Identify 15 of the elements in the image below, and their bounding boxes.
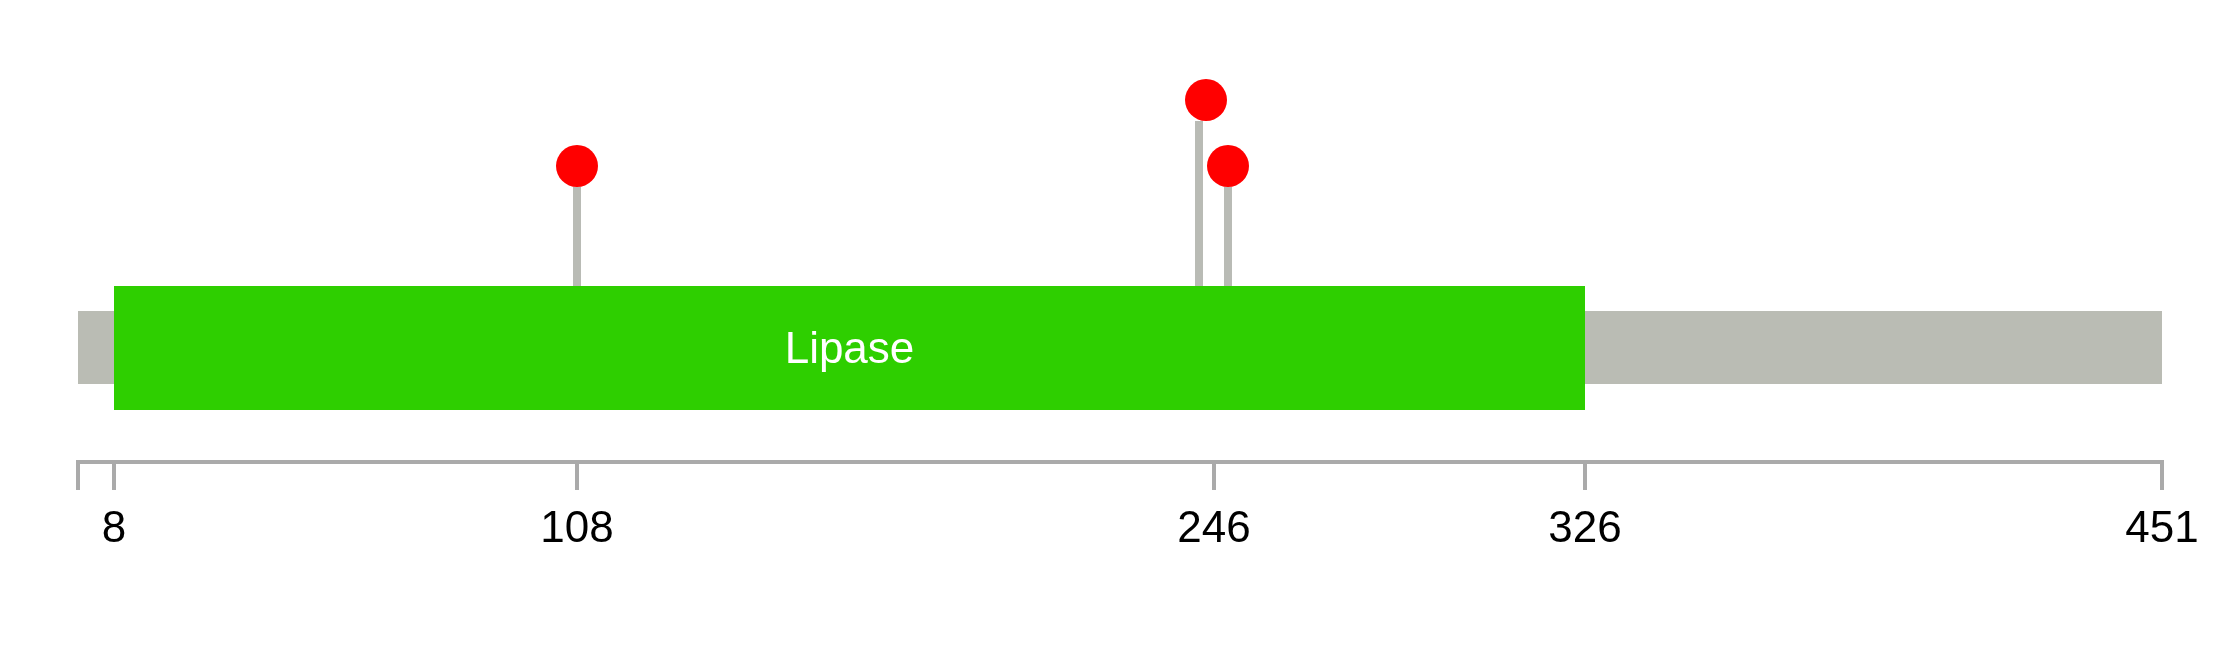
lollipop-stem: [1195, 121, 1203, 286]
lollipop-stem: [573, 187, 581, 286]
axis-tick-label: 108: [540, 505, 614, 549]
domain-label: Lipase: [784, 323, 915, 373]
axis-tick-label: 451: [2125, 505, 2199, 549]
domain-bar: [114, 286, 1585, 410]
axis-tick-label: 326: [1548, 505, 1622, 549]
protein-backbone-bar: [78, 311, 114, 384]
mutation-circle: [1207, 145, 1249, 187]
axis-tick-label: 8: [101, 505, 127, 549]
protein-backbone-bar: [1585, 311, 2162, 384]
axis-tick-label: 246: [1177, 505, 1251, 549]
mutation-circle: [556, 145, 598, 187]
mutation-circle: [1185, 79, 1227, 121]
lollipop-stem: [1224, 187, 1232, 286]
